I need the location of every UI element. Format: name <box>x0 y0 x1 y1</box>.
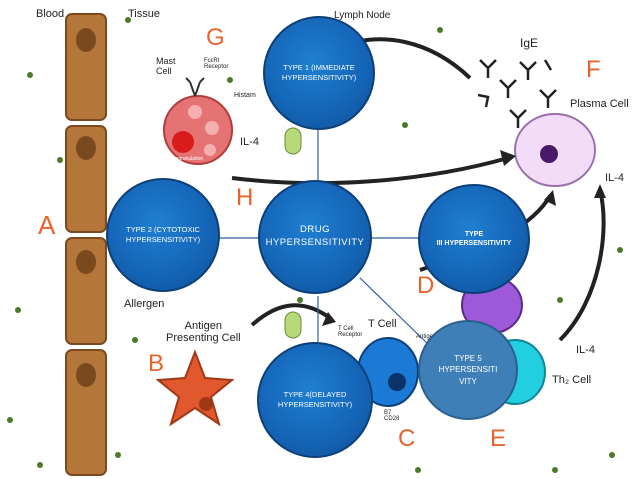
il4-mast-label: IL-4 <box>240 136 259 148</box>
histamine-label: Histam <box>234 92 256 99</box>
t-cell-receptor-label: T Cell Receptor <box>338 326 363 338</box>
type4-label: TYPE 4(DELAYED HYPERSENSITIVITY) <box>277 389 353 409</box>
type5-label: TYPE 5 HYPERSENSITI VITY <box>438 354 498 386</box>
type5-node: TYPE 5 HYPERSENSITI VITY <box>418 320 518 420</box>
letter-a: A <box>38 210 56 240</box>
t-cell-label: T Cell <box>368 318 397 330</box>
ige-antibodies <box>477 59 557 128</box>
plasma-cell-label: Plasma Cell <box>570 98 629 110</box>
ige-label: IgE <box>520 36 539 50</box>
b7-cd28-label: B7 CD28 <box>384 410 400 422</box>
lymph-node-label: Lymph Node <box>334 10 391 21</box>
drug-hypersensitivity-label: DRUG HYPERSENSITIVITY <box>265 224 365 248</box>
letter-c: C <box>398 425 416 452</box>
type2-node: TYPE 2 (CYTOTOXIC HYPERSENSITIVITY) <box>106 178 220 292</box>
drug-hypersensitivity-node: DRUG HYPERSENSITIVITY <box>258 180 372 294</box>
type4-node: TYPE 4(DELAYED HYPERSENSITIVITY) <box>257 342 373 458</box>
letter-f: F <box>586 56 601 83</box>
type1-node: TYPE 1 (IMMEDIATE HYPERSENSITIVITY) <box>263 16 375 130</box>
th2-cell-label: Th₂ Cell <box>552 374 592 386</box>
type2-label: TYPE 2 (CYTOTOXIC HYPERSENSITIVITY) <box>125 224 201 244</box>
degranulation-label: Degranulation <box>172 156 204 162</box>
blood-label: Blood <box>36 8 65 20</box>
antigen-label: Antigen <box>416 334 437 340</box>
allergen-label: Allergen <box>124 298 165 310</box>
letter-h: H <box>236 184 254 211</box>
type3-node: TYPE III HYPERSENSITIVITY <box>418 184 530 294</box>
il4-plasma-label: IL-4 <box>605 172 624 184</box>
apc-label: Antigen Presenting Cell <box>166 320 241 344</box>
fceri-receptor-label: FcεRI Receptor <box>204 58 229 70</box>
mast-cell-label: Mast Cell <box>156 56 176 76</box>
letter-b: B <box>148 350 165 377</box>
letter-d: D <box>417 272 435 299</box>
il4-th2-label: IL-4 <box>576 344 595 356</box>
connector-lines <box>210 130 433 349</box>
type1-label: TYPE 1 (IMMEDIATE HYPERSENSITIVITY) <box>281 62 357 82</box>
type3-label: TYPE III HYPERSENSITIVITY <box>436 230 512 247</box>
letter-e: E <box>490 425 507 452</box>
mast-cell-illustration <box>163 77 233 165</box>
blood-vessel <box>65 13 107 476</box>
letter-g: G <box>206 24 225 51</box>
plasma-cell-illustration <box>514 113 596 187</box>
tissue-label: Tissue <box>128 8 160 20</box>
